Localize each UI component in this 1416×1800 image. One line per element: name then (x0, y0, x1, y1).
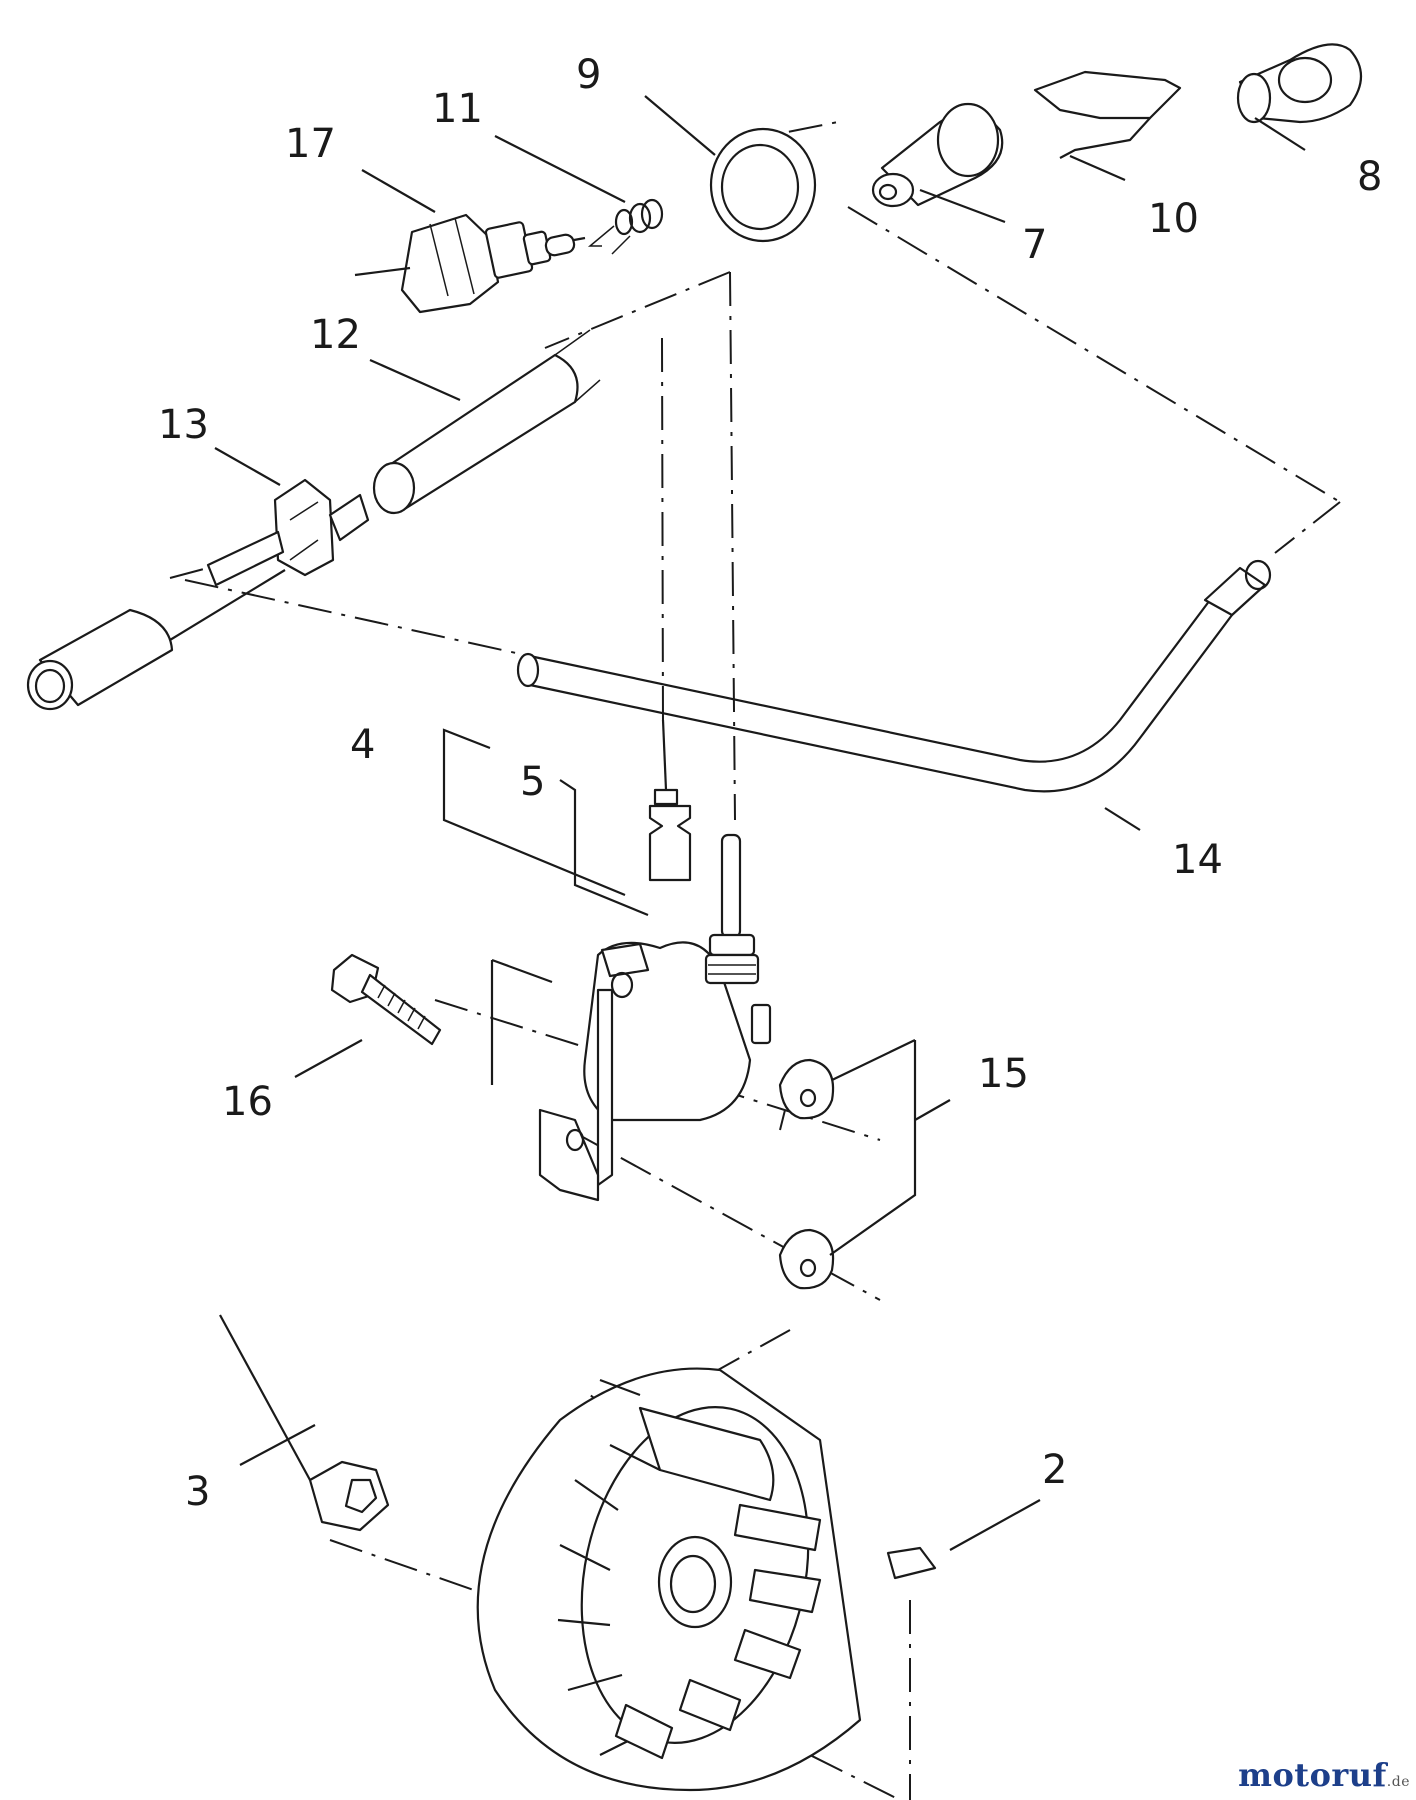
bolt-part-16 (330, 953, 442, 1046)
grommet-part-9 (709, 127, 817, 243)
ignition-module-part-4 (538, 833, 772, 1202)
callout-3: 3 (185, 1469, 210, 1515)
key-part-2 (886, 1546, 937, 1580)
spacers-part-15 (778, 1058, 835, 1290)
spring-part-11 (587, 198, 664, 255)
callout-8: 8 (1357, 154, 1382, 200)
callout-labels: 17 11 9 7 10 8 12 13 4 5 14 15 16 3 2 (158, 52, 1382, 1515)
clip-part-10 (1033, 70, 1182, 159)
callout-13: 13 (158, 402, 209, 448)
spark-plug-part-17 (400, 213, 586, 314)
watermark-logo: motoruf.de (1238, 1756, 1410, 1794)
callout-4: 4 (350, 722, 375, 768)
callout-5: 5 (520, 759, 545, 805)
cap-part-8 (1236, 43, 1362, 124)
callout-16: 16 (222, 1079, 273, 1125)
callout-14: 14 (1172, 837, 1223, 883)
watermark-brand: motoruf (1238, 1756, 1387, 1794)
callout-7: 7 (1022, 222, 1047, 268)
callout-12: 12 (310, 312, 361, 358)
terminal-part-5 (648, 719, 692, 882)
callout-11: 11 (432, 86, 483, 132)
callout-17: 17 (285, 121, 336, 167)
tube-part-14 (516, 559, 1272, 793)
grommet-part-13 (26, 478, 370, 711)
watermark-suffix: .de (1386, 1774, 1410, 1790)
sleeve-part-12 (372, 329, 601, 515)
nut-part-3 (308, 1460, 390, 1532)
callout-10: 10 (1148, 196, 1199, 242)
callout-9: 9 (576, 52, 601, 98)
callout-2: 2 (1042, 1447, 1067, 1493)
leader-lines (214, 95, 1306, 1551)
callout-15: 15 (978, 1051, 1029, 1097)
flywheel (476, 1367, 862, 1792)
boot-part-7 (871, 102, 1004, 208)
